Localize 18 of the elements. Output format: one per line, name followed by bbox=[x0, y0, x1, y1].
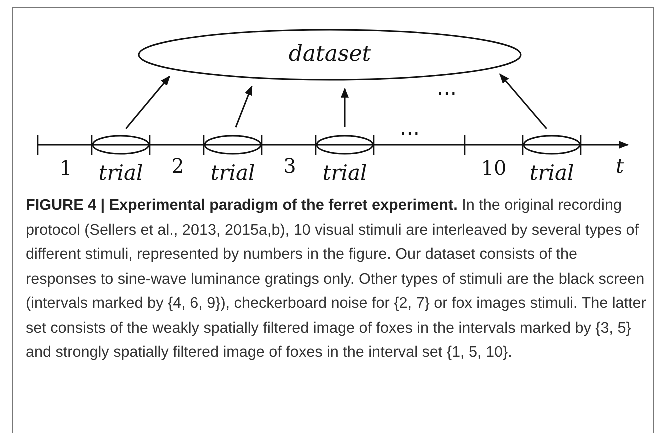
ellipsis-dots: ⋯ bbox=[437, 81, 457, 105]
ellipsis-dots: ⋯ bbox=[400, 121, 420, 145]
figure-caption: FIGURE 4 | Experimental paradigm of the ferret experiment. In the original recording protocol (Sellers et al., 2013, 2015a,b), 10 visual stimuli are interleaved by several types of different stimuli, represented by numbers in the figure. Our dataset consists of the responses to sine-wave luminance gratings only. Other types of stimuli are the black screen (intervals marked by {4, 6, 9}), checkerboard noise for {2, 7} or fox images stimuli. The latter set consists of the weakly spatially filtered image of foxes in the intervals marked by {3, 5} and strongly spatially filtered image of foxes in the interval set {1, 5, 10}. bbox=[26, 196, 648, 363]
trial-label: trial bbox=[530, 161, 574, 185]
arrow bbox=[500, 74, 548, 130]
arrow bbox=[126, 76, 171, 130]
node-label: dataset bbox=[288, 42, 372, 67]
interval-number: 10 bbox=[481, 156, 507, 180]
arrow bbox=[341, 88, 349, 127]
trial-label: trial bbox=[210, 161, 256, 185]
arrow bbox=[235, 85, 253, 128]
dataset-ellipse bbox=[138, 29, 522, 81]
trial-label: trial bbox=[322, 161, 368, 185]
interval-number: 2 bbox=[172, 154, 184, 178]
axis-label: t bbox=[616, 154, 624, 178]
trial-label: trial bbox=[98, 161, 144, 185]
interval-number: 1 bbox=[60, 156, 72, 180]
interval-number: 3 bbox=[284, 154, 296, 178]
